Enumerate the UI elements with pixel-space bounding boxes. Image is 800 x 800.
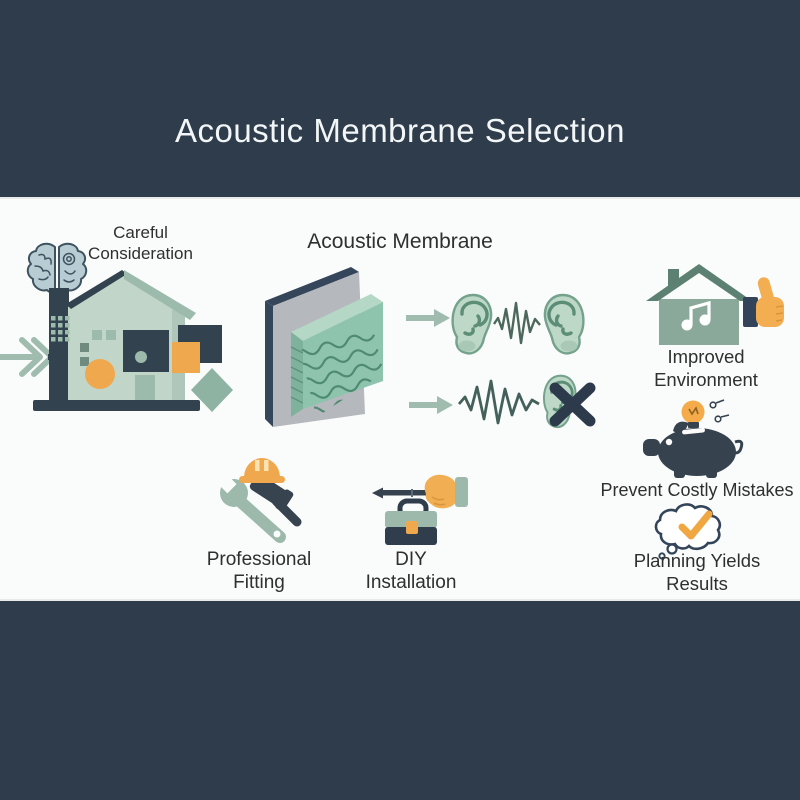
thumbs-up-icon [743,277,784,327]
hardhat-icon [239,458,285,483]
building-door [135,375,155,402]
piggy-bank-lightbulb-icon [643,399,744,478]
building-window-large [123,330,169,372]
arrow-right-icon [409,396,453,414]
ear-icon [543,293,586,356]
building-column [49,288,69,410]
house-music-thumbs-icon [646,264,784,345]
arrow-right-icon [406,309,450,327]
label-line: Environment [654,368,758,390]
x-mark-icon [549,382,596,427]
label-line: Acoustic Membrane [307,230,493,253]
screwdriver-icon [372,487,428,499]
orange-circle [85,359,115,389]
label-line: Improved [667,346,745,367]
diamond-shape [191,368,233,412]
prevent-mistakes-label: Prevent Costly Mistakes [591,480,800,502]
ear-icon [450,293,493,356]
label-line: Consideration [88,243,193,263]
blocked-ear-icon [542,374,596,429]
label-line: Professional [206,549,312,570]
label-line: Results [666,572,728,594]
building-roof [124,270,196,320]
membrane-panel-illustration [265,267,390,427]
building-consideration-illustration [0,270,233,412]
wrench-icon [215,472,286,543]
check-icon [678,510,713,540]
improved-environment-label: Improved Environment [616,346,796,391]
planning-results-label: Planning Yields Results [607,550,787,595]
footer-band [0,601,800,800]
lightbulb-icon [681,400,705,428]
sound-wave-icon [457,379,540,425]
label-line: Planning Yields [633,550,761,571]
label-line: Fitting [233,572,285,594]
label-line: Careful [113,223,168,242]
thought-cloud-check-icon [654,503,722,560]
diy-installation-label: DIY Installation [331,548,491,594]
music-note-icon [681,300,711,331]
hand-icon [424,474,468,509]
building-base [33,400,200,411]
orange-square [172,342,200,373]
professional-fitting-label: Professional Fitting [179,548,339,594]
acoustic-membrane-label: Acoustic Membrane [288,229,512,255]
toolbox-icon [385,498,437,545]
header-band: Acoustic Membrane Selection [0,0,800,197]
sound-wave-icon [493,301,541,345]
content-panel: Careful Consideration [0,197,800,601]
page-title: Acoustic Membrane Selection [174,112,626,149]
careful-consideration-label: Careful Consideration [58,223,223,264]
hand-screwdriver-toolbox-icon [372,474,468,545]
brain-icon [26,242,88,294]
hardhat-tools-icon [215,458,302,543]
label-line: Prevent Costly Mistakes [600,480,794,500]
label-line: Installation [365,572,457,594]
building-windows [51,316,70,342]
sparkle-icon [709,399,730,423]
piggy-bank-body [643,421,736,478]
label-line: DIY [395,549,427,570]
